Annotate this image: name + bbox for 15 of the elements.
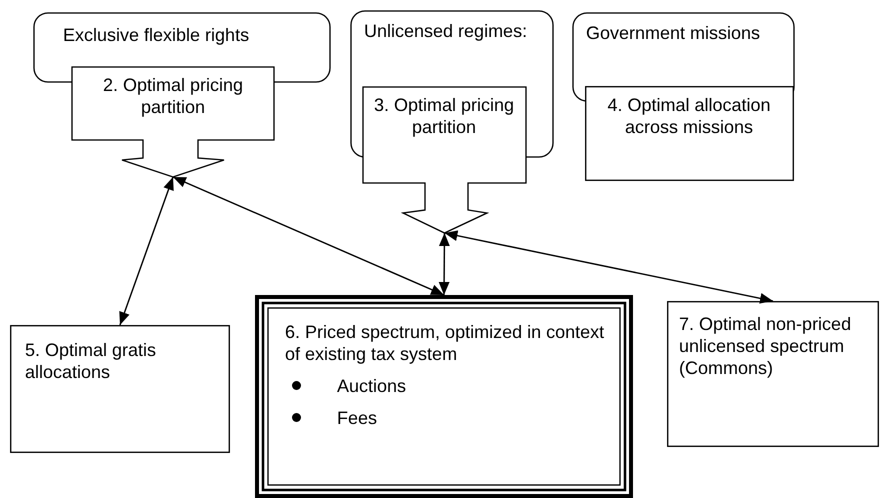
box-text: 4. Optimal allocation across missions (606, 94, 772, 138)
box-text: 5. Optimal gratis allocations (25, 339, 158, 383)
group-heading: Government missions (586, 22, 762, 44)
bullet-item: Fees (337, 408, 378, 428)
double-arrow (119, 176, 174, 326)
box-text: 6. Priced spectrum, optimized in context of existing tax system (285, 321, 605, 365)
box-text: 7. Optimal non-priced unlicensed spectrum (Commons) (679, 313, 852, 379)
box-text: 3. Optimal pricing partition (372, 94, 516, 138)
double-arrow (172, 176, 444, 296)
bullet-item: Auctions (337, 376, 406, 396)
group-heading: Exclusive flexible rights (63, 24, 250, 46)
box-text: 2. Optimal pricing partition (102, 74, 244, 118)
double-arrow (444, 230, 774, 304)
double-arrow (438, 233, 450, 295)
group-heading: Unlicensed regimes: (364, 20, 528, 42)
